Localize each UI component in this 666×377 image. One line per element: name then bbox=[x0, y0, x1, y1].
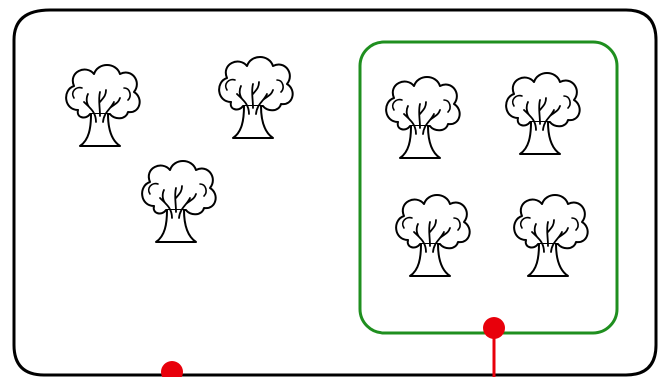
tree-icon bbox=[506, 73, 580, 154]
tree-icon bbox=[66, 65, 140, 146]
tree-icon bbox=[142, 161, 216, 242]
tree-icon bbox=[514, 195, 588, 276]
group-marker-dot bbox=[483, 317, 505, 339]
tree-icon bbox=[386, 77, 460, 158]
tree-icon bbox=[219, 57, 293, 138]
outer-marker-dot bbox=[161, 361, 183, 377]
tree-icon bbox=[396, 195, 470, 276]
